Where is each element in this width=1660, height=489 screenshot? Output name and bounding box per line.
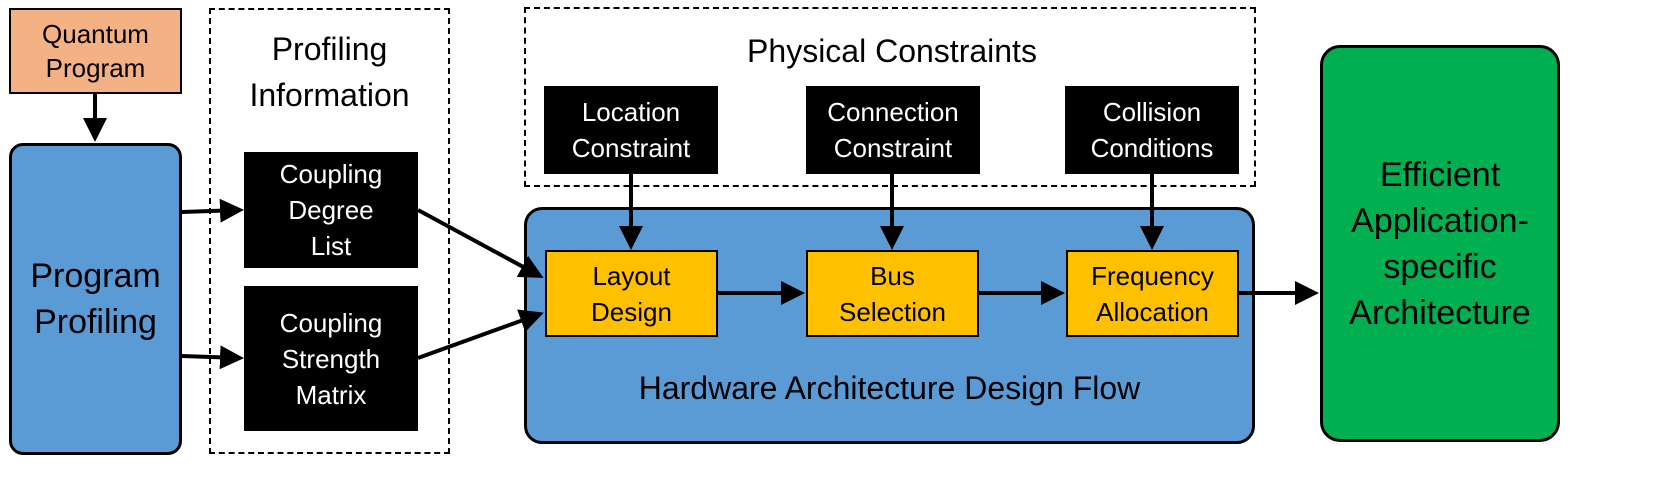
- quantum-program-box: Quantum Program: [9, 8, 182, 94]
- profiling-information-title-text: Profiling Information: [249, 31, 410, 113]
- collision-conditions-box: Collision Conditions: [1065, 86, 1239, 174]
- quantum-program-label: Quantum Program: [42, 19, 149, 83]
- design-flow-title-text: Hardware Architecture Design Flow: [638, 369, 1141, 406]
- design-flow-title: Hardware Architecture Design Flow: [524, 363, 1255, 413]
- program-profiling-label: Program Profiling: [30, 257, 161, 341]
- coupling-degree-list-label: Coupling Degree List: [279, 159, 383, 261]
- connection-constraint-label: Connection Constraint: [827, 97, 959, 163]
- location-constraint-label: Location Constraint: [571, 97, 691, 163]
- connection-constraint-box: Connection Constraint: [806, 86, 980, 174]
- frequency-allocation-box: Frequency Allocation: [1066, 250, 1239, 337]
- layout-design-box: Layout Design: [545, 250, 718, 337]
- efficient-architecture-label: Efficient Application- specific Architec…: [1349, 155, 1531, 332]
- program-profiling-box: Program Profiling: [9, 143, 182, 455]
- physical-constraints-title: Physical Constraints: [524, 26, 1260, 76]
- collision-conditions-label: Collision Conditions: [1090, 97, 1214, 163]
- profiling-information-title: Profiling Information: [209, 26, 450, 118]
- coupling-strength-matrix-box: Coupling Strength Matrix: [244, 286, 418, 431]
- physical-constraints-title-text: Physical Constraints: [747, 32, 1037, 69]
- coupling-degree-list-box: Coupling Degree List: [244, 152, 418, 268]
- frequency-allocation-label: Frequency Allocation: [1091, 260, 1214, 327]
- coupling-strength-matrix-label: Coupling Strength Matrix: [279, 307, 383, 410]
- bus-selection-box: Bus Selection: [806, 250, 979, 337]
- location-constraint-box: Location Constraint: [544, 86, 718, 174]
- layout-design-label: Layout Design: [591, 260, 672, 327]
- efficient-architecture-box: Efficient Application- specific Architec…: [1320, 45, 1560, 442]
- bus-selection-label: Bus Selection: [839, 260, 946, 327]
